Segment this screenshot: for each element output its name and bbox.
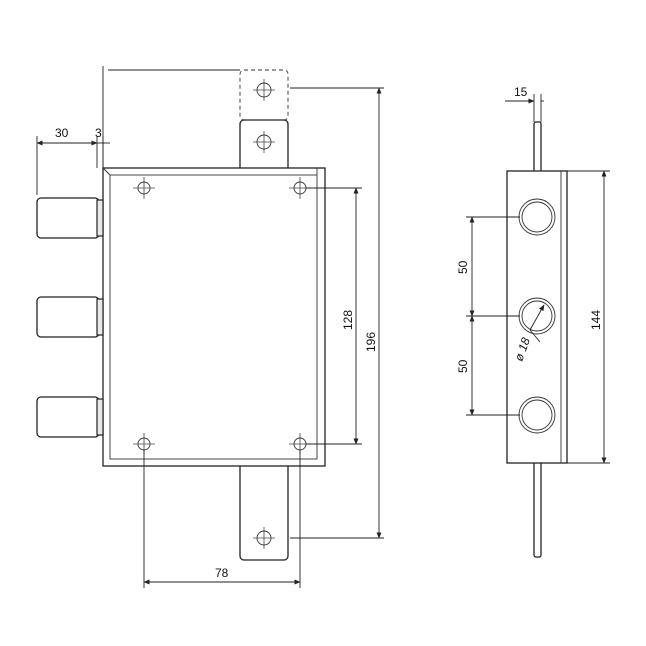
- lock-body: [102, 167, 326, 467]
- dim-144: 144: [589, 310, 603, 330]
- dim-3: 3: [95, 126, 102, 140]
- dim-128: 128: [341, 310, 355, 330]
- dim-30: 30: [55, 126, 69, 140]
- bolt-bottom: [36, 396, 100, 438]
- bolts: [36, 197, 104, 438]
- front-view: 30 3 196 128 78: [36, 66, 384, 588]
- lock-plate-inner: [109, 174, 318, 460]
- dim-196: 196: [364, 332, 378, 352]
- dim-50-lower: 50: [456, 359, 470, 373]
- dim-15: 15: [514, 85, 528, 99]
- bolt-top: [36, 197, 100, 239]
- side-view: 15 50 50 144 ø 18: [456, 85, 610, 558]
- dim-50-upper: 50: [456, 260, 470, 274]
- dim-78: 78: [215, 566, 229, 580]
- bolt-middle: [36, 296, 100, 338]
